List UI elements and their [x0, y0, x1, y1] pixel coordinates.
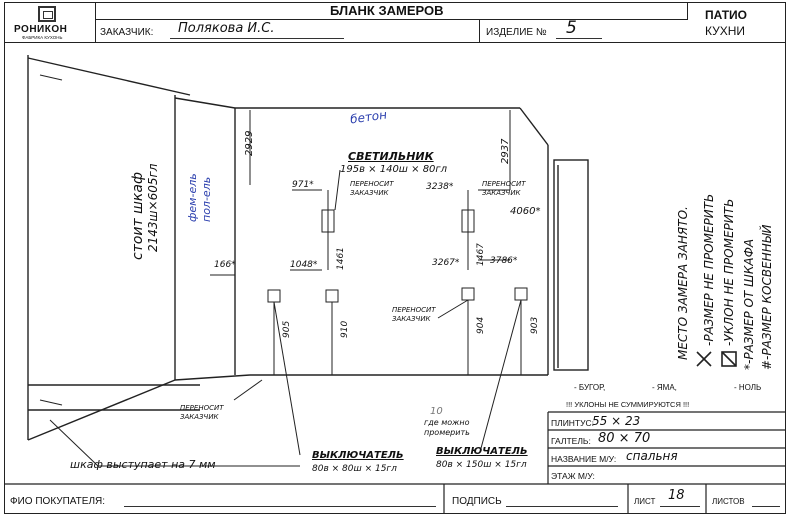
legend-line-0: МЕСТО ЗАМЕРА ЗАНЯТО.: [676, 206, 690, 360]
dim-1048: 1048*: [290, 260, 318, 270]
lamp-label: СВЕТИЛЬНИК: [348, 150, 434, 163]
customer-label: ЗАКАЗЧИК:: [100, 27, 154, 38]
dim-910: 910: [340, 320, 350, 338]
customer-underline: [170, 38, 344, 39]
legend-zero: - НОЛЬ: [734, 383, 762, 392]
doorway-right: [553, 159, 589, 371]
form-title: БЛАНК ЗАМЕРОВ: [330, 3, 444, 18]
dim-4060: 4060*: [510, 206, 541, 217]
lamp-moves: ПЕРЕНОСИТ ЗАКАЗЧИК: [350, 180, 394, 197]
legend-bump: - БУГОР,: [574, 383, 606, 392]
left-wall-note-blue-2: пол-ель: [200, 176, 213, 222]
left-wall-note-1: стоит шкаф: [130, 172, 146, 260]
logo-subtitle: ФАБРИКА КУХОНЬ: [22, 35, 63, 40]
dim-971: 971*: [292, 180, 314, 190]
sheets-line: [752, 506, 780, 507]
plinth-value[interactable]: 55 × 23: [592, 414, 641, 428]
header-bottom-rule: [4, 42, 786, 43]
gallet-value[interactable]: 80 × 70: [598, 431, 651, 446]
legend-pit: - ЯМА,: [652, 383, 677, 392]
switch-2-size: 80в × 150ш × 15гл: [436, 460, 527, 470]
gallet-label: ГАЛТЕЛЬ:: [551, 436, 591, 446]
dim-3238: 3238*: [426, 182, 454, 192]
moves-middle: ПЕРЕНОСИТ ЗАКАЗЧИК: [392, 306, 436, 323]
moves-left-bottom: ПЕРЕНОСИТ ЗАКАЗЧИК: [180, 404, 224, 421]
legend-line-1: -РАЗМЕР НЕ ПРОМЕРИТЬ: [702, 193, 716, 346]
floor-label: ЭТАЖ М/У:: [551, 471, 595, 481]
left-wall-note-blue-1: фем-ель: [186, 173, 199, 222]
socket-2: [325, 289, 339, 303]
dim-904: 904: [476, 316, 486, 334]
buyer-label: ФИО ПОКУПАТЕЛЯ:: [10, 496, 106, 507]
moves-right-top: ПЕРЕНОСИТ ЗАКАЗЧИК: [482, 180, 526, 197]
sheet-value[interactable]: 18: [668, 488, 685, 503]
socket-1: [267, 289, 281, 303]
socket-4: [514, 287, 528, 301]
legend-line-3: *-РАЗМЕР ОТ ШКАФА: [742, 238, 756, 370]
ceiling-right-corner: [519, 107, 549, 146]
cabinet-note: шкаф выступает на 7 мм: [70, 458, 216, 471]
slopes-note: !!! УКЛОНЫ НЕ СУММИРУЮТСЯ !!!: [566, 400, 690, 409]
ceiling-left-diagonal: [27, 57, 191, 96]
switch-1-label: ВЫКЛЮЧАТЕЛЬ: [312, 450, 404, 461]
customer-value[interactable]: Полякова И.С.: [178, 21, 275, 36]
buyer-line[interactable]: [124, 506, 436, 507]
dim-3786: 3786*: [490, 256, 518, 266]
dim-1467: 1467: [476, 243, 486, 266]
note-10: 10: [430, 406, 443, 417]
sheet-line: [660, 506, 700, 507]
note-possible: где можно промерить: [424, 418, 470, 437]
dim-1461: 1461: [336, 247, 346, 270]
logo-brand: РОНИКОН: [14, 24, 68, 35]
sheet-label: ЛИСТ: [634, 497, 656, 506]
legend-line-4: #-РАЗМЕР КОСВЕННЫЙ: [760, 224, 774, 370]
lamp-size: 195в × 140ш × 80гл: [340, 164, 448, 175]
brand-right-top: ПАТИО: [705, 8, 747, 22]
logo-cell: [4, 2, 96, 42]
room-value[interactable]: спальня: [626, 449, 678, 463]
wall-corner-top: [174, 97, 236, 109]
brand-right-bottom: КУХНИ: [705, 24, 746, 38]
room-label: НАЗВАНИЕ М/У:: [551, 454, 617, 464]
socket-3: [461, 287, 475, 301]
dim-905: 905: [282, 320, 292, 338]
plinth-label: ПЛИНТУС:: [551, 418, 595, 428]
customer-cell: [96, 20, 480, 42]
legend-slope-symbol: [721, 351, 737, 367]
title-cell: [96, 2, 688, 20]
product-value[interactable]: 5: [566, 18, 577, 38]
left-wall-note-2: 2143ш×605гл: [146, 163, 160, 252]
sheets-label: ЛИСТОВ: [712, 497, 745, 506]
product-underline: [556, 38, 602, 39]
signature-label: ПОДПИСЬ: [452, 496, 502, 507]
logo-icon: [38, 6, 56, 22]
form-frame: [4, 2, 786, 514]
floor-corner: [174, 374, 251, 381]
legend-line-2: -УКЛОН НЕ ПРОМЕРИТЬ: [722, 198, 736, 346]
dim-903: 903: [530, 316, 540, 334]
dim-166: 166*: [214, 260, 236, 270]
switch-1-size: 80в × 80ш × 15гл: [312, 464, 397, 474]
height-right: 2937: [500, 138, 511, 164]
product-label: ИЗДЕЛИЕ №: [486, 27, 547, 38]
signature-line[interactable]: [506, 506, 618, 507]
height-left: 2929: [244, 130, 255, 156]
dim-3267: 3267*: [432, 258, 460, 268]
switch-2-label: ВЫКЛЮЧАТЕЛЬ: [436, 446, 528, 457]
